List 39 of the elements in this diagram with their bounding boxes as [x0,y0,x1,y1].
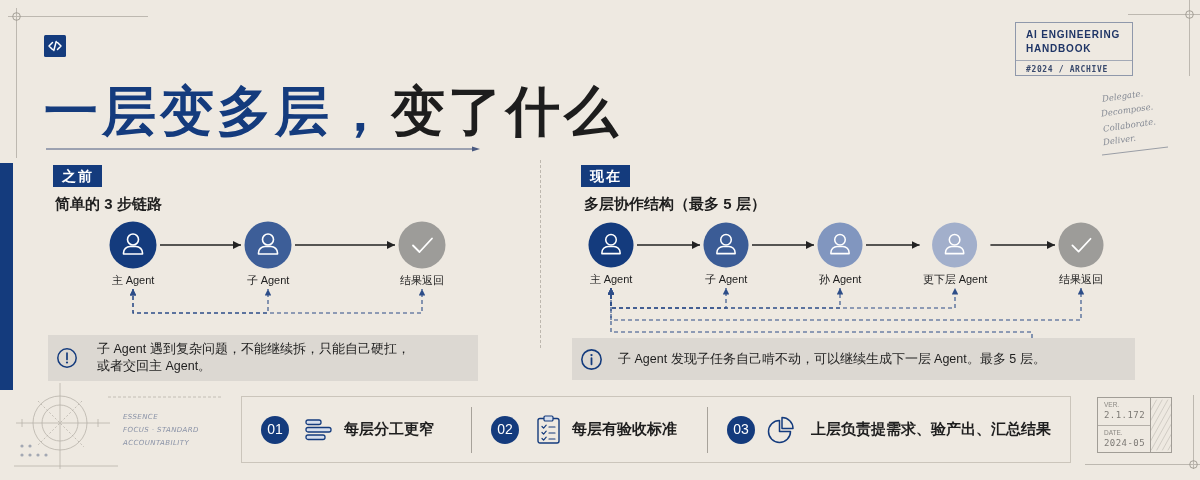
summary-text: 每层分工更窄 [344,419,434,440]
node-label: 孙 Agent [818,273,862,286]
node-label: 更下层 Agent [922,273,988,286]
summary-bar [241,396,1071,463]
callout-box [48,335,478,381]
arrow [294,241,396,249]
summary-text: 每层有验收标准 [572,419,677,440]
section-subtitle: 简单的 3 步链路 [55,194,162,214]
section-tag: 之前 [53,165,103,187]
title: 一层变多层，变了什么 [44,84,622,138]
field-value: 2024-05 [1104,436,1147,449]
section-subtitle: 多层协作结构（最多 5 层） [584,194,766,214]
dashed-arrow [607,287,1033,339]
arrow [989,241,1056,249]
dashed-arrow [129,288,426,314]
handbook-box [1015,22,1133,76]
handbook-subtitle: #2024 / ARCHIVE [1026,65,1109,75]
callout-text: 子 Agent 发现子任务自己啃不动，可以继续生成下一层 Agent。最多 5 层。 [617,350,1046,368]
callout-box [572,338,1135,380]
arrow [636,241,701,249]
field-value: 2.1.172 [1104,409,1147,422]
section-tag: 现在 [581,165,631,187]
node-label: 结果返回 [1059,273,1103,286]
handbook-title: AI ENGINEERING HANDBOOK [1026,28,1121,56]
node-label: 结果返回 [400,274,444,287]
arrow [865,241,921,249]
arrow [751,241,815,249]
node-label: 主 Agent [111,274,155,287]
node-label: 主 Agent [589,273,633,286]
summary-text: 上层负责提需求、验产出、汇总结果 [811,419,1051,440]
arrow [159,241,242,249]
number-badge: 03 [727,415,755,444]
number-badge: 02 [491,415,519,444]
callout-text: 子 Agent 遇到复杂问题，不能继续拆，只能自己硬扛，或者交回主 Agent。 [96,341,411,375]
dashed-arrow [607,287,1085,321]
node-label: 子 Agent [704,273,748,286]
number-badge: 01 [261,415,289,444]
version-box [1097,397,1172,453]
node-label: 子 Agent [246,274,290,287]
